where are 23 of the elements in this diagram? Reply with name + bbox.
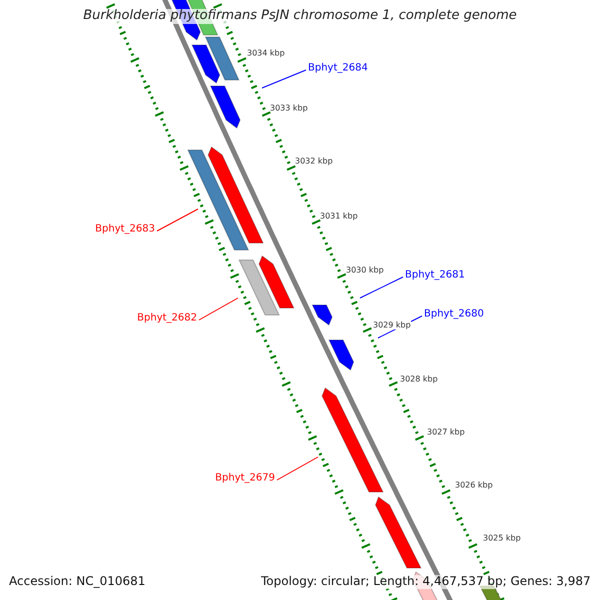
tick-label: 3030 kbp (346, 265, 384, 275)
gene-label: Bphyt_2681 (405, 269, 465, 281)
leader-line (262, 70, 306, 88)
tick-label: 3029 kbp (373, 320, 411, 330)
leader-line (198, 298, 238, 320)
tick-label: 3028 kbp (400, 374, 438, 384)
tick-label: 3034 kbp (247, 48, 285, 58)
footer-text: Accession: NC_010681 (9, 575, 146, 589)
gene-label: Bphyt_2682 (137, 312, 197, 324)
tick-label: 3025 kbp (483, 533, 521, 543)
gene-label: Bphyt_2679 (215, 472, 275, 484)
tick-label: 3027 kbp (427, 427, 465, 437)
footer-text: Topology: circular; Length: 4,467,537 bp; Genes: 3,987 (261, 575, 591, 589)
tick-label: 3026 kbp (455, 480, 493, 490)
leader-line (156, 208, 198, 232)
tick-label: 3032 kbp (295, 156, 333, 166)
tick-label: 3031 kbp (320, 211, 358, 221)
leader-line (276, 456, 318, 480)
gene-label: Bphyt_2680 (424, 308, 484, 320)
gene-label: Bphyt_2684 (308, 62, 368, 74)
tick-label: 3033 kbp (270, 103, 308, 113)
gene-label: Bphyt_2683 (95, 223, 155, 235)
leader-line (360, 276, 404, 298)
